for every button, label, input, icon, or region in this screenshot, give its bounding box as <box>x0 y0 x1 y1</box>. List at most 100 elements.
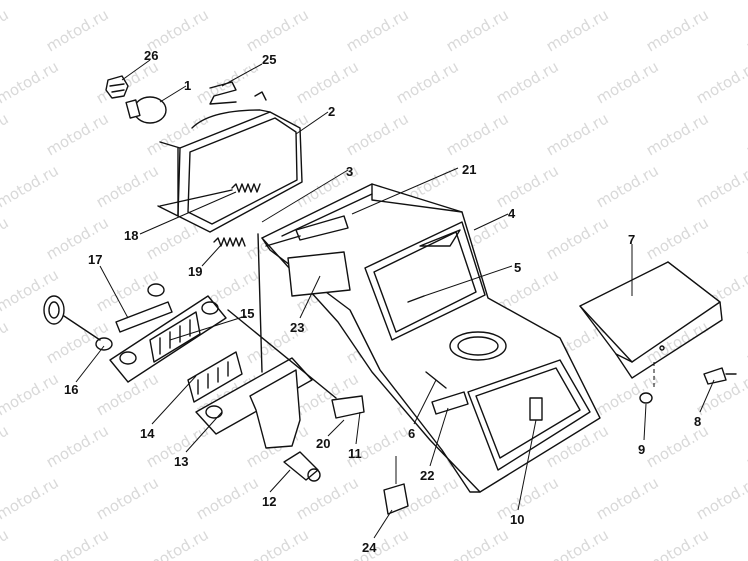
watermark-text: motod.ru <box>643 525 712 561</box>
callout-3: 3 <box>346 164 353 179</box>
watermark-text: motod.ru <box>693 473 748 523</box>
watermark-text: motod.ru <box>93 473 162 523</box>
watermark-text: motod.ru <box>693 57 748 107</box>
watermark-text: motod.ru <box>293 0 362 3</box>
callout-20: 20 <box>316 436 330 451</box>
watermark-text: motod.ru <box>743 213 748 263</box>
bulb <box>125 96 167 124</box>
watermark-text: motod.ru <box>0 473 62 523</box>
callout-1: 1 <box>184 78 191 93</box>
bulb-socket <box>105 75 129 99</box>
callout-19: 19 <box>188 264 202 279</box>
watermark-text: motod.ru <box>0 109 12 159</box>
callout-6: 6 <box>408 426 415 441</box>
watermark-text: motod.ru <box>243 525 312 561</box>
callout-8: 8 <box>694 414 701 429</box>
switch-plate <box>187 351 313 449</box>
callout-26: 26 <box>144 48 158 63</box>
watermark-text: motod.ru <box>743 317 748 367</box>
adjuster-spring-upper <box>159 183 261 207</box>
hood-console <box>261 183 601 493</box>
watermark-text: motod.ru <box>0 369 62 419</box>
watermark-text: motod.ru <box>493 161 562 211</box>
callout-7: 7 <box>628 232 635 247</box>
callout-23: 23 <box>290 320 304 335</box>
watermark-text: motod.ru <box>593 57 662 107</box>
clip-plate <box>383 483 409 515</box>
callout-10: 10 <box>510 512 524 527</box>
rubber-ring <box>147 283 165 297</box>
callout-labels: 26 1 25 2 3 21 4 5 7 18 19 17 15 16 23 1… <box>64 48 701 555</box>
callout-18: 18 <box>124 228 138 243</box>
watermark-text: motod.ru <box>593 0 662 3</box>
watermark-text: motod.ru <box>43 5 112 55</box>
indicator-lamp <box>283 451 321 482</box>
callout-13: 13 <box>174 454 188 469</box>
watermark-text: motod.ru <box>93 161 162 211</box>
watermark-text: motod.ru <box>443 109 512 159</box>
watermark-text: motod.ru <box>743 525 748 561</box>
watermark-text: motod.ru <box>643 109 712 159</box>
watermark-text: motod.ru <box>343 109 412 159</box>
grommet <box>43 295 113 351</box>
watermark-text: motod.ru <box>0 57 62 107</box>
callout-21: 21 <box>462 162 476 177</box>
watermark-text: motod.ru <box>43 109 112 159</box>
leader-lines <box>75 59 715 539</box>
watermark-text: motod.ru <box>743 5 748 55</box>
watermark-text: motod.ru <box>393 57 462 107</box>
watermark-text: motod.ru <box>543 109 612 159</box>
watermark-text: motod.ru <box>193 0 262 3</box>
callout-16: 16 <box>64 382 78 397</box>
strap-bracket <box>115 301 173 333</box>
watermark-text: motod.ru <box>193 473 262 523</box>
watermark-text: motod.ru <box>493 0 562 3</box>
watermark-text: motod.ru <box>0 5 12 55</box>
callout-24: 24 <box>362 540 377 555</box>
watermark-text: motod.ru <box>0 317 12 367</box>
watermark-text: motod.ru <box>43 421 112 471</box>
watermark-text: motod.ru <box>393 0 462 3</box>
callout-5: 5 <box>514 260 521 275</box>
watermark-text: motod.ru <box>743 109 748 159</box>
watermark-text: motod.ru <box>643 5 712 55</box>
watermark-text: motod.ru <box>493 473 562 523</box>
watermark-text: motod.ru <box>243 5 312 55</box>
watermark-text: motod.ru <box>193 57 262 107</box>
watermark-text: motod.ru <box>743 421 748 471</box>
callout-15: 15 <box>240 306 254 321</box>
watermark-text: motod.ru <box>0 0 62 3</box>
watermark-text: motod.ru <box>0 161 62 211</box>
watermark-text: motod.ru <box>543 5 612 55</box>
callout-25: 25 <box>262 52 276 67</box>
watermark-text: motod.ru <box>693 0 748 3</box>
adjuster-spring-lower <box>213 237 246 247</box>
watermark-text: motod.ru <box>0 525 12 561</box>
callout-17: 17 <box>88 252 102 267</box>
watermark-text: motod.ru <box>543 213 612 263</box>
callout-22: 22 <box>420 468 434 483</box>
watermark-text: motod.ru <box>593 369 662 419</box>
watermark-text: motod.ru <box>693 161 748 211</box>
watermark-text: motod.ru <box>343 525 412 561</box>
washer <box>639 392 653 404</box>
watermark-text: motod.ru <box>343 5 412 55</box>
key <box>703 367 727 385</box>
watermark-text: motod.ru <box>0 421 12 471</box>
watermark-text: motod.ru <box>293 57 362 107</box>
watermark-text: motod.ru <box>43 525 112 561</box>
watermark-text: motod.ru <box>643 421 712 471</box>
callout-11: 11 <box>348 446 362 461</box>
callout-4: 4 <box>508 206 516 221</box>
watermark-text: motod.ru <box>593 473 662 523</box>
headlight-housing <box>157 91 303 233</box>
watermark-text: motod.ru <box>593 161 662 211</box>
callout-9: 9 <box>638 442 645 457</box>
watermark-text: motod.ru <box>443 5 512 55</box>
connector <box>331 395 365 419</box>
callout-2: 2 <box>328 104 335 119</box>
watermark-text: motod.ru <box>143 525 212 561</box>
watermark-text: motod.ru <box>643 213 712 263</box>
